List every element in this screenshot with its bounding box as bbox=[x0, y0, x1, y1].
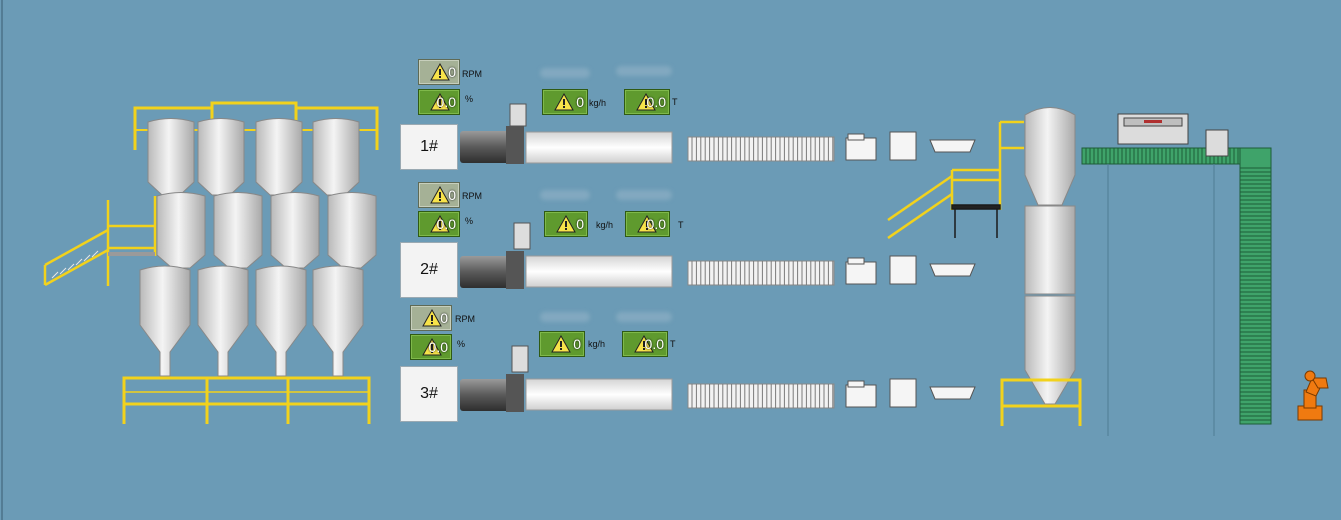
silo-icon bbox=[312, 118, 360, 196]
left-staircase-steps bbox=[51, 250, 155, 279]
warning-triangle-icon bbox=[430, 63, 450, 81]
extruder-line-2 bbox=[460, 222, 673, 289]
cooling-belts bbox=[687, 136, 835, 409]
flow-value: 0 bbox=[576, 216, 584, 232]
green-conveyor bbox=[1081, 147, 1272, 425]
ton-value: 0.0 bbox=[646, 94, 666, 110]
blurred-tag bbox=[540, 312, 590, 322]
rpm-unit: RPM bbox=[462, 69, 482, 79]
silo-icon bbox=[197, 265, 249, 377]
ton-unit: T bbox=[672, 97, 678, 107]
flow-unit: kg/h bbox=[588, 339, 606, 349]
percent-value: 0.0 bbox=[436, 94, 456, 110]
line-2-ton-indicator[interactable]: 0.0 bbox=[625, 211, 670, 237]
mixing-tower bbox=[1024, 107, 1076, 405]
silo-icon bbox=[147, 118, 195, 196]
silo-icon bbox=[327, 192, 377, 269]
packing-machine bbox=[1117, 113, 1229, 157]
warning-triangle-icon bbox=[430, 186, 450, 204]
ton-value: 0.0 bbox=[644, 336, 664, 352]
silo-icon bbox=[255, 118, 303, 196]
line-3-rpm-indicator[interactable]: 0 bbox=[410, 305, 452, 331]
flow-unit: kg/h bbox=[596, 220, 614, 230]
rpm-unit: RPM bbox=[462, 191, 482, 201]
line-1-percent-indicator[interactable]: 0.0 bbox=[418, 89, 460, 115]
rpm-value: 0 bbox=[448, 187, 456, 203]
line-2-button[interactable]: 2# bbox=[400, 242, 458, 298]
line-1-button[interactable]: 1# bbox=[400, 124, 458, 170]
warning-triangle-icon bbox=[636, 93, 656, 111]
motor-icon bbox=[460, 379, 518, 411]
line-machines bbox=[845, 131, 976, 408]
extruder-line-3 bbox=[460, 345, 673, 412]
ton-unit: T bbox=[670, 339, 676, 349]
blurred-tag bbox=[616, 190, 672, 200]
line-2-percent-indicator[interactable]: 0.0 bbox=[418, 211, 460, 237]
silo-base-frame bbox=[122, 376, 371, 424]
percent-value: 0.0 bbox=[436, 216, 456, 232]
silo-icon bbox=[270, 192, 320, 269]
silo-icon bbox=[139, 265, 191, 377]
flow-value: 0 bbox=[576, 94, 584, 110]
silo-icon bbox=[156, 192, 206, 269]
left-staircase bbox=[43, 196, 157, 287]
line-3-button[interactable]: 3# bbox=[400, 366, 458, 422]
ton-unit: T bbox=[678, 220, 684, 230]
warning-triangle-icon bbox=[556, 215, 576, 233]
warning-triangle-icon bbox=[637, 215, 657, 233]
silo-icon bbox=[312, 265, 364, 377]
line-3-flow-indicator[interactable]: 0 bbox=[539, 331, 585, 357]
warning-triangle-icon bbox=[551, 335, 571, 353]
warning-triangle-icon bbox=[430, 93, 450, 111]
percent-unit: % bbox=[465, 94, 474, 104]
silo-bank bbox=[139, 118, 377, 377]
extruder-line-1 bbox=[460, 103, 673, 164]
percent-value: 0.0 bbox=[428, 339, 448, 355]
warning-triangle-icon bbox=[422, 309, 442, 327]
line-3-ton-indicator[interactable]: 0.0 bbox=[622, 331, 668, 357]
warning-triangle-icon bbox=[554, 93, 574, 111]
blurred-tag bbox=[616, 312, 672, 322]
silo-icon bbox=[213, 192, 263, 269]
warning-triangle-icon bbox=[422, 338, 442, 356]
rpm-value: 0 bbox=[448, 64, 456, 80]
percent-unit: % bbox=[457, 339, 466, 349]
line-3-percent-indicator[interactable]: 0.0 bbox=[410, 334, 452, 360]
right-staircase bbox=[887, 120, 1024, 240]
line-1-rpm-indicator[interactable]: 0 bbox=[418, 59, 460, 85]
silo-icon bbox=[197, 118, 245, 196]
flow-unit: kg/h bbox=[589, 98, 607, 108]
motor-icon bbox=[460, 131, 518, 163]
line-1-ton-indicator[interactable]: 0.0 bbox=[624, 89, 670, 115]
tower-base-frame bbox=[1000, 378, 1082, 426]
ton-value: 0.0 bbox=[646, 216, 666, 232]
percent-unit: % bbox=[465, 216, 474, 226]
rpm-unit: RPM bbox=[455, 314, 475, 324]
industrial-robot-icon bbox=[1297, 370, 1329, 421]
motor-icon bbox=[460, 256, 518, 288]
rpm-value: 0 bbox=[440, 310, 448, 326]
blurred-tag bbox=[616, 66, 672, 76]
line-2-rpm-indicator[interactable]: 0 bbox=[418, 182, 460, 208]
warning-triangle-icon bbox=[634, 335, 654, 353]
warning-triangle-icon bbox=[430, 215, 450, 233]
blurred-tag bbox=[540, 190, 590, 200]
line-1-flow-indicator[interactable]: 0 bbox=[542, 89, 588, 115]
silo-icon bbox=[255, 265, 307, 377]
line-2-flow-indicator[interactable]: 0 bbox=[544, 211, 588, 237]
blurred-tag bbox=[540, 68, 590, 78]
flow-value: 0 bbox=[573, 336, 581, 352]
